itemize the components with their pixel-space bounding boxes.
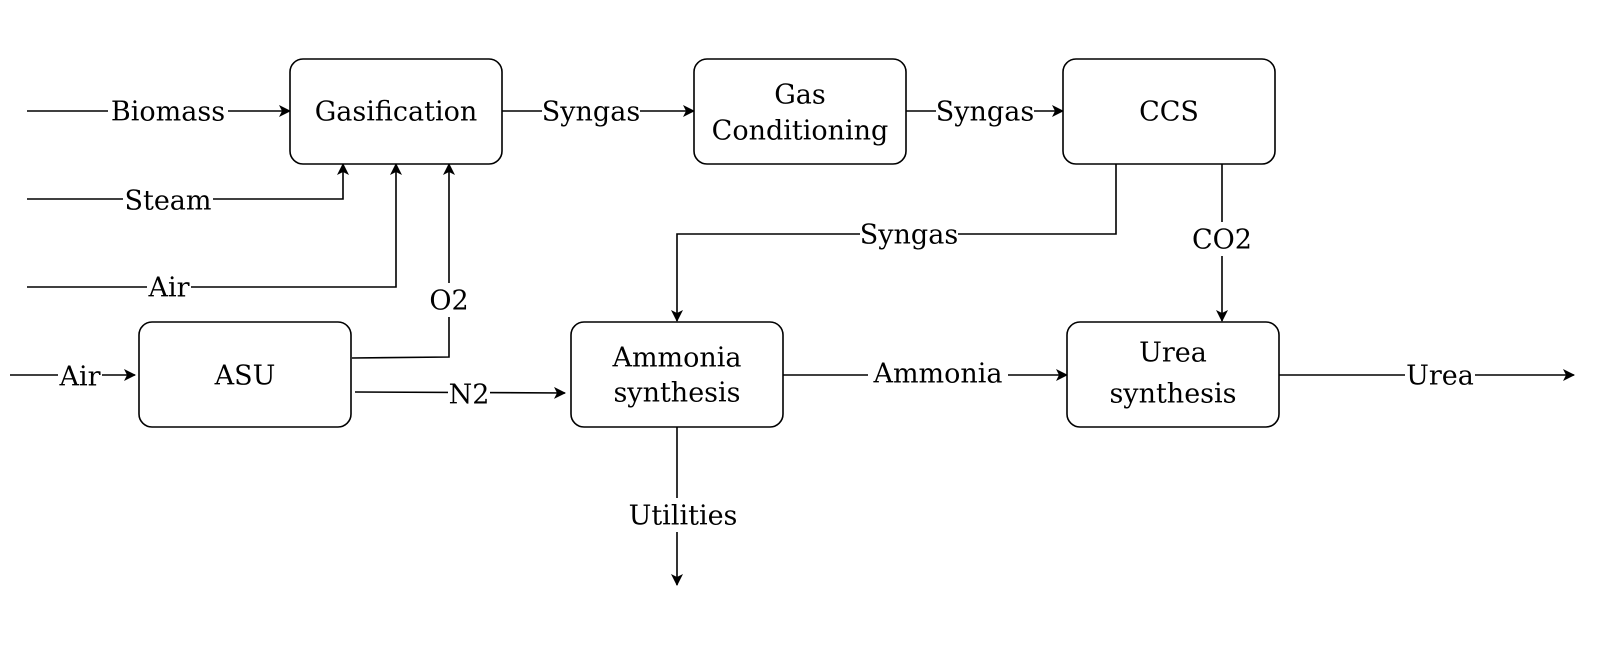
urea-out-label: Urea — [1405, 358, 1475, 392]
nodes: Gasification Gas Conditioning CCS ASU Am… — [138, 58, 1280, 428]
urea-synthesis-box: Urea synthesis — [1066, 321, 1280, 428]
syngas-2-label: Syngas — [936, 94, 1034, 128]
svg-text:Ammonia: Ammonia — [872, 359, 1002, 390]
air-to-gasification-arrow — [27, 163, 402, 288]
n2-label: N2 — [448, 377, 490, 411]
steam-label: Steam — [123, 183, 213, 217]
svg-text:Syngas: Syngas — [936, 97, 1034, 128]
svg-text:Air: Air — [147, 273, 189, 304]
ccs-box: CCS — [1062, 58, 1276, 165]
gasification-label: Gasification — [315, 97, 478, 128]
utilities-label: Utilities — [627, 498, 739, 532]
ammonia-synthesis-box: Ammonia synthesis — [570, 321, 784, 428]
biomass-label: Biomass — [108, 94, 228, 128]
svg-text:N2: N2 — [449, 380, 490, 411]
svg-text:CO2: CO2 — [1192, 225, 1252, 256]
o2-arrow — [351, 163, 455, 359]
edge-labels: Biomass Steam Air O2 Air N2 Syngas Syng — [58, 94, 1475, 532]
ccs-label: CCS — [1139, 97, 1199, 128]
syngas-3-label: Syngas — [860, 217, 958, 251]
svg-text:Urea: Urea — [1406, 361, 1474, 392]
asu-label: ASU — [214, 361, 276, 392]
urea-synthesis-label-line2: synthesis — [1109, 379, 1236, 410]
ammonia-label: Ammonia — [868, 356, 1008, 390]
gasification-box: Gasification — [289, 58, 503, 165]
ammonia-synthesis-label-line2: synthesis — [613, 378, 740, 409]
svg-text:Biomass: Biomass — [111, 97, 225, 128]
air-asu-label: Air — [58, 359, 102, 393]
gas-conditioning-box: Gas Conditioning — [693, 58, 907, 165]
urea-synthesis-label-line1: Urea — [1139, 338, 1207, 369]
svg-text:Syngas: Syngas — [542, 97, 640, 128]
gas-conditioning-label-line2: Conditioning — [712, 116, 889, 147]
air-gasification-label: Air — [147, 270, 191, 304]
o2-label: O2 — [429, 283, 469, 317]
svg-text:Syngas: Syngas — [860, 220, 958, 251]
syngas-1-label: Syngas — [542, 94, 640, 128]
svg-text:Steam: Steam — [124, 186, 211, 217]
svg-text:O2: O2 — [429, 286, 468, 317]
svg-text:Air: Air — [58, 362, 100, 393]
ammonia-synthesis-label-line1: Ammonia — [611, 343, 741, 374]
gas-conditioning-label-line1: Gas — [774, 80, 826, 111]
asu-box: ASU — [138, 321, 352, 428]
svg-text:Utilities: Utilities — [629, 501, 738, 532]
co2-label: CO2 — [1192, 222, 1252, 256]
